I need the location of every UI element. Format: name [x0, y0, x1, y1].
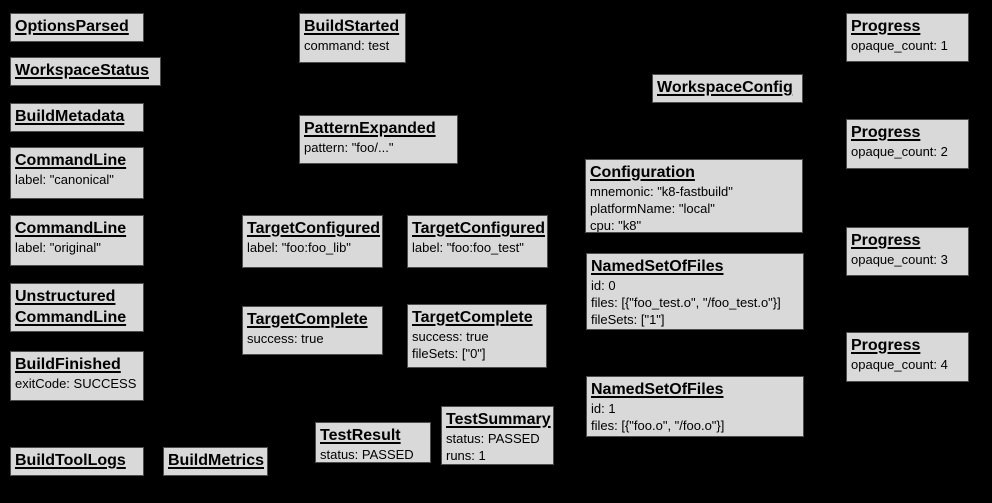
node-progress-1: Progress opaque_count: 1: [846, 13, 969, 62]
node-field: opaque_count: 3: [851, 252, 948, 267]
node-title: BuildFinished: [15, 356, 121, 373]
node-progress-4: Progress opaque_count: 4: [846, 332, 969, 382]
node-field: runs: 1: [446, 448, 486, 463]
node-title: Progress: [851, 337, 921, 354]
node-title: Progress: [851, 18, 921, 35]
node-target-complete-foo-lib: TargetComplete success: true: [242, 306, 383, 355]
node-progress-3: Progress opaque_count: 3: [846, 227, 969, 276]
node-title: TargetComplete: [247, 311, 368, 328]
node-title: TargetComplete: [412, 309, 533, 326]
node-field: cpu: "k8": [590, 218, 642, 233]
node-title: BuildStarted: [304, 18, 400, 35]
node-field: files: [{"foo.o", "/foo.o"}]: [591, 418, 725, 433]
node-field: opaque_count: 4: [851, 357, 948, 372]
node-title: BuildMetrics: [168, 452, 265, 469]
node-command-line-original: CommandLine label: "original": [10, 215, 144, 266]
node-field: success: true: [247, 331, 324, 346]
node-test-result: TestResult status: PASSED: [315, 422, 431, 463]
node-build-tool-logs: BuildToolLogs: [10, 447, 144, 476]
node-target-configured-foo-test: TargetConfigured label: "foo:foo_test": [407, 215, 548, 268]
node-workspace-status: WorkspaceStatus: [10, 57, 161, 86]
node-title: NamedSetOfFiles: [591, 258, 724, 275]
node-field: status: PASSED: [446, 431, 540, 446]
node-field: command: test: [304, 38, 390, 53]
node-field: label: "foo:foo_lib": [247, 240, 351, 255]
node-field: fileSets: ["1"]: [591, 312, 665, 327]
node-named-set-of-files-1: NamedSetOfFiles id: 1 files: [{"foo.o", …: [586, 376, 804, 437]
node-field: label: "canonical": [15, 172, 114, 187]
node-title: CommandLine: [15, 220, 127, 237]
node-field: status: PASSED: [320, 447, 414, 462]
node-progress-2: Progress opaque_count: 2: [846, 119, 969, 169]
node-field: fileSets: ["0"]: [412, 346, 486, 361]
node-build-finished: BuildFinished exitCode: SUCCESS: [10, 351, 144, 401]
node-field: exitCode: SUCCESS: [15, 376, 137, 391]
node-field: success: true: [412, 329, 489, 344]
node-unstructured-command-line: Unstructured CommandLine: [10, 283, 144, 332]
node-configuration: Configuration mnemonic: "k8-fastbuild" p…: [585, 159, 803, 233]
node-title: NamedSetOfFiles: [591, 381, 724, 398]
node-title: Progress: [851, 232, 921, 249]
node-title: TargetConfigured: [247, 220, 381, 237]
node-field: opaque_count: 1: [851, 38, 948, 53]
node-title: OptionsParsed: [15, 18, 129, 35]
node-title: BuildMetadata: [15, 108, 125, 125]
node-workspace-config: WorkspaceConfig: [652, 74, 803, 103]
node-title-line2: CommandLine: [15, 309, 127, 326]
node-named-set-of-files-0: NamedSetOfFiles id: 0 files: [{"foo_test…: [586, 253, 804, 330]
node-field: id: 1: [591, 401, 616, 416]
node-title: PatternExpanded: [304, 120, 436, 137]
node-title: CommandLine: [15, 152, 127, 169]
node-field: pattern: "foo/...": [304, 140, 394, 155]
node-title: TestResult: [320, 427, 401, 444]
node-build-metadata: BuildMetadata: [10, 103, 144, 132]
node-title: TestSummary: [446, 411, 551, 428]
node-target-complete-foo-test: TargetComplete success: true fileSets: […: [407, 304, 547, 368]
node-field: label: "foo:foo_test": [412, 240, 524, 255]
node-title: Unstructured: [15, 288, 116, 305]
node-pattern-expanded: PatternExpanded pattern: "foo/...": [299, 115, 458, 164]
node-title: TargetConfigured: [412, 220, 546, 237]
node-build-metrics: BuildMetrics: [163, 447, 268, 476]
node-title: Progress: [851, 124, 921, 141]
node-title: BuildToolLogs: [15, 452, 126, 469]
node-field: label: "original": [15, 240, 101, 255]
node-options-parsed: OptionsParsed: [10, 13, 144, 42]
node-test-summary: TestSummary status: PASSED runs: 1: [441, 406, 554, 465]
node-field: files: [{"foo_test.o", "/foo_test.o"}]: [591, 295, 781, 310]
node-title: WorkspaceStatus: [15, 62, 149, 79]
node-field: platformName: "local": [590, 201, 715, 216]
node-title: WorkspaceConfig: [657, 79, 793, 96]
node-field: id: 0: [591, 278, 616, 293]
node-command-line-canonical: CommandLine label: "canonical": [10, 147, 144, 199]
node-field: opaque_count: 2: [851, 144, 948, 159]
node-title: Configuration: [590, 164, 695, 181]
node-target-configured-foo-lib: TargetConfigured label: "foo:foo_lib": [242, 215, 383, 268]
node-field: mnemonic: "k8-fastbuild": [590, 184, 733, 199]
node-build-started: BuildStarted command: test: [299, 13, 406, 63]
